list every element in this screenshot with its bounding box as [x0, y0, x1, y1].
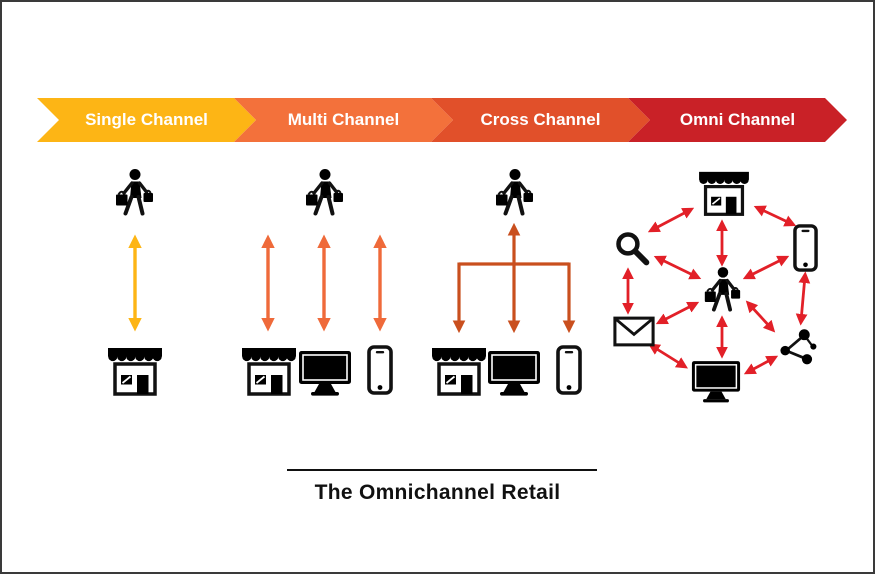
stage-banner-multi-channel: Multi Channel [234, 98, 453, 142]
search-icon [619, 235, 647, 263]
two-way-arrow [745, 300, 776, 333]
two-way-arrow [128, 234, 142, 332]
store-icon [697, 170, 751, 216]
two-way-arrow [743, 355, 779, 375]
stage-banner-omni-channel: Omni Channel [628, 98, 847, 142]
smartphone-icon [367, 345, 393, 395]
two-way-arrow [795, 271, 811, 326]
monitor-icon [298, 350, 352, 396]
two-way-arrow [653, 255, 702, 280]
two-way-arrow [742, 255, 790, 280]
two-way-arrow [261, 234, 275, 332]
stage-banner-cross-channel: Cross Channel [431, 98, 650, 142]
shopper-icon [702, 266, 743, 312]
monitor-icon [691, 360, 741, 403]
cross-channel-connector [452, 222, 576, 334]
monitor-icon [487, 350, 541, 396]
omni-channel-network [613, 170, 818, 403]
two-way-arrow [655, 301, 700, 325]
store-icon [430, 346, 488, 398]
store-icon [106, 346, 164, 398]
two-way-arrow [317, 234, 331, 332]
store-icon [240, 346, 298, 398]
shopper-icon [492, 168, 536, 220]
smartphone-icon [556, 345, 582, 395]
shopper-icon [302, 168, 346, 220]
envelope-icon [613, 316, 655, 347]
network-icon [779, 327, 817, 366]
stage-banner-single-channel: Single Channel [37, 98, 256, 142]
two-way-arrow [753, 205, 797, 227]
title-divider [287, 469, 597, 471]
two-way-arrow [648, 343, 688, 369]
two-way-arrow [647, 207, 695, 233]
diagram-title: The Omnichannel Retail [314, 481, 561, 504]
shopper-icon [112, 168, 156, 220]
two-way-arrow [373, 234, 387, 332]
smartphone-icon [793, 224, 818, 272]
